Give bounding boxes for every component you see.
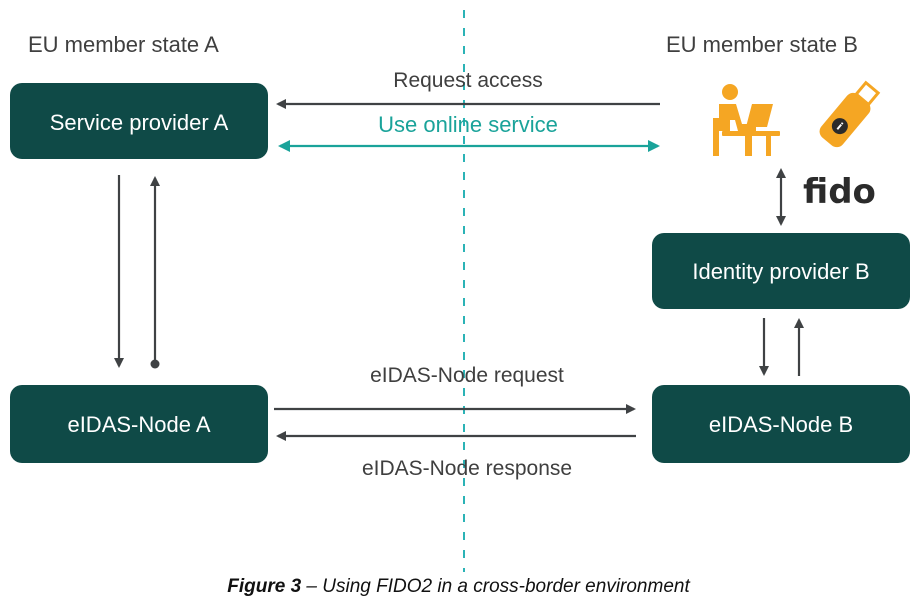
diagram: EU member state A EU member state B Serv… [10,10,910,572]
fido-logo: fido [803,172,876,212]
usb-security-key-icon: i [819,80,881,148]
node-a-to-sp-origin-dot [150,359,160,369]
service-provider-a-box[interactable] [10,83,268,159]
eidas-request-label: eIDAS-Node request [370,364,564,387]
figure-caption-text: – Using FIDO2 in a cross-border environm… [301,576,690,597]
identity-provider-b-label: Identity provider B [692,259,869,284]
svg-text:fido: fido [803,172,876,212]
eidas-node-a-label: eIDAS-Node A [67,412,210,437]
user-at-laptop-icon [713,84,780,156]
svg-text:i: i [834,120,845,132]
state-b-label: EU member state B [666,32,858,57]
identity-provider-b-box[interactable] [652,233,910,309]
request-access-label: Request access [393,69,542,92]
figure-caption-number: Figure 3 [227,576,302,597]
use-online-service-label: Use online service [378,112,558,137]
eidas-response-label: eIDAS-Node response [362,457,572,480]
state-a-label: EU member state A [28,32,219,57]
eidas-node-b-box[interactable] [652,385,910,463]
figure-caption: Figure 3 – Using FIDO2 in a cross-border… [0,576,917,598]
eidas-node-a-box[interactable] [10,385,268,463]
eidas-node-b-label: eIDAS-Node B [709,412,853,437]
service-provider-a-label: Service provider A [50,110,229,135]
